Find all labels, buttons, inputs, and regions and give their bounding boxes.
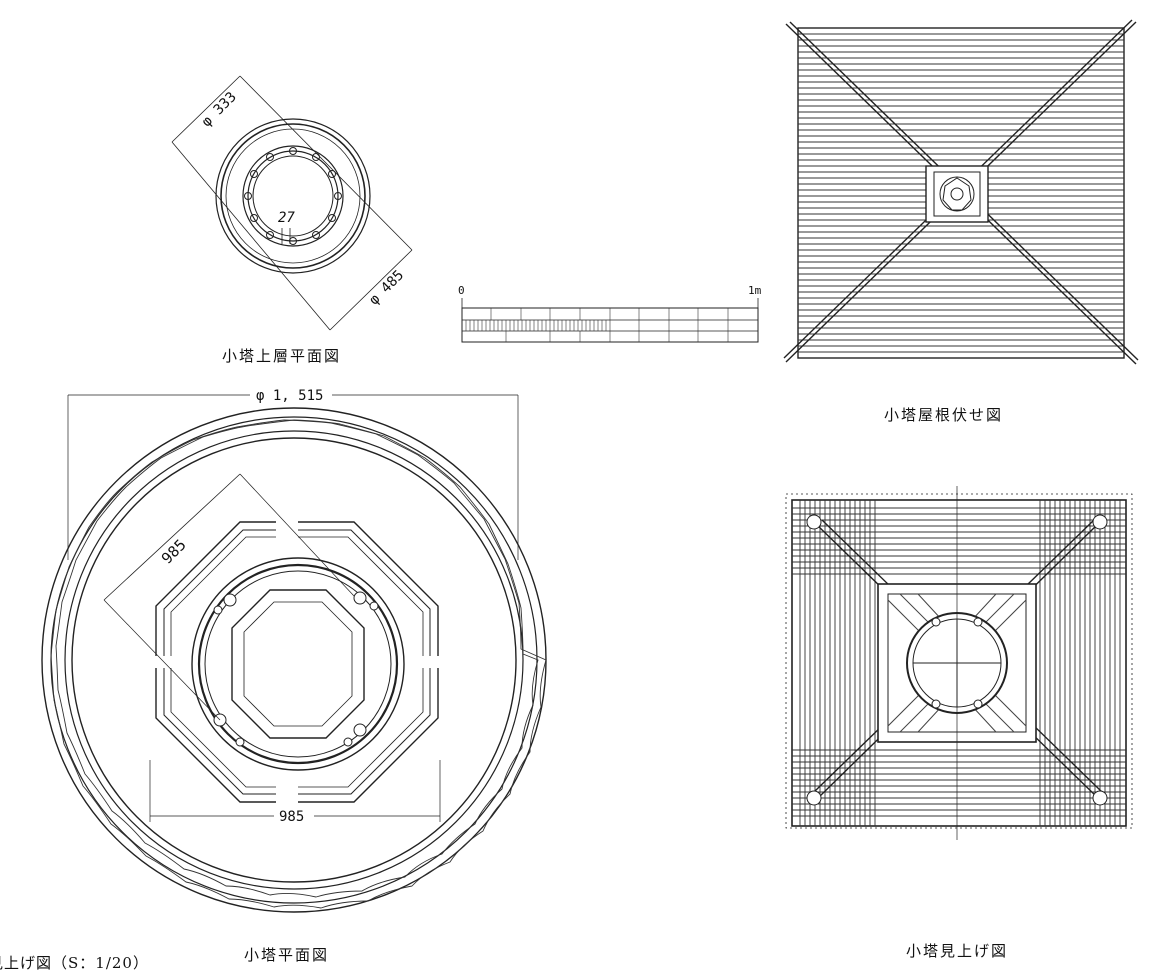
plan-wall-gaps — [150, 518, 444, 806]
upper-plan-drawing: φ 333 φ 485 27 — [171, 75, 413, 331]
plan-caption: 小塔平面図 — [244, 946, 330, 964]
roof-plan-drawing — [783, 19, 1139, 365]
plan-oct-diag-label: 985 — [158, 536, 190, 568]
plan-columns — [213, 591, 379, 747]
plan-outer-dim-label: φ 1, 515 — [256, 388, 323, 404]
scale-ticks — [465, 308, 729, 342]
upper-plan-caption: 小塔上層平面図 — [222, 347, 342, 365]
scale-end-label: 1m — [748, 284, 762, 297]
roof-plan-caption: 小塔屋根伏せ図 — [884, 406, 1004, 424]
main-plan-drawing: φ 1, 515 985 985 — [41, 386, 547, 913]
bottom-view-caption: 小塔見上げ図 — [906, 942, 1009, 960]
partial-left-caption: 見上げ図（S：1/20） — [0, 954, 149, 972]
bottom-view-drawing — [785, 486, 1133, 840]
column-dim-label: 27 — [278, 210, 295, 226]
plan-oct-width-label: 985 — [279, 809, 304, 825]
upper-plan-columns — [244, 147, 342, 245]
upper-outer-dim-label: φ 485 — [366, 267, 407, 308]
scale-bar: 0 1m — [458, 284, 762, 343]
scale-start-label: 0 — [458, 284, 465, 297]
scalloped-eaves — [50, 419, 547, 909]
